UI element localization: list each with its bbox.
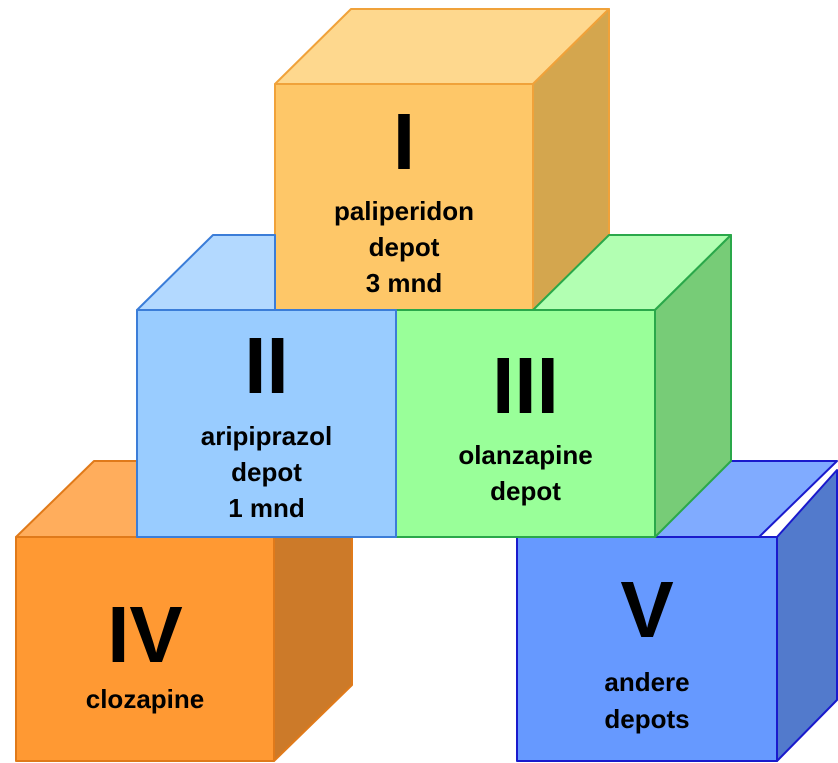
cube-i (274, 8, 610, 311)
cube-ii (136, 234, 397, 538)
block-i-drug-line-2: depot (368, 232, 440, 262)
block-i-drug-line-3: 3 mnd (365, 268, 443, 298)
cube-iii-front (395, 309, 656, 538)
cube-ii-top (136, 234, 276, 311)
block-v-drug-line-1: andere (604, 667, 690, 697)
block-v-numeral: V (620, 565, 674, 654)
block-iv-drug-line-1: clozapine (85, 684, 205, 714)
block-i-numeral: I (392, 97, 416, 186)
block-ii-drug-line-2: depot (231, 457, 302, 487)
cube-ii-front (136, 309, 397, 538)
block-iii-drug-line-1: olanzapine (458, 440, 593, 470)
block-v-drug-line-2: depots (604, 704, 690, 734)
block-i-drug-line-1: paliperidon (333, 196, 475, 226)
cube-iii (395, 234, 732, 538)
block-ii-drug-line-3: 1 mnd (228, 493, 305, 523)
cube-v-front (516, 536, 778, 762)
block-iii-drug-line-2: depot (490, 476, 561, 506)
block-ii-drug-line-1: aripiprazol (200, 421, 333, 451)
block-iv-numeral: IV (107, 590, 183, 679)
block-ii-numeral: II (244, 321, 289, 410)
block-iii-numeral: III (492, 341, 559, 430)
cube-v-side (776, 469, 838, 762)
cube-iv-front (15, 536, 275, 762)
